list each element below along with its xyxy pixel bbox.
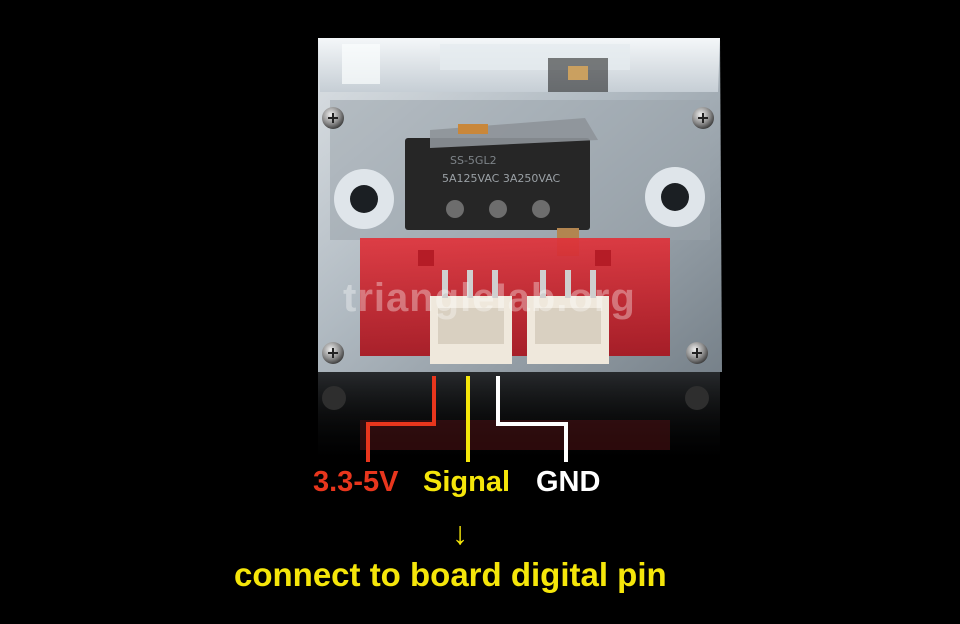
wire-lines [366,376,568,462]
signal-label: Signal [423,466,511,498]
jst-connectors [430,270,609,364]
switch-model-text: SS-5GL2 [450,154,497,167]
red-pcb [360,238,670,356]
down-arrow-icon: ↓ [452,515,468,551]
gnd-wire-line [496,376,568,462]
watermark-text: triangleIab.org [343,276,636,320]
gnd-label: GND [536,466,601,498]
case-screws [322,107,714,364]
power-wire-line [366,376,436,462]
caption-text: connect to board digital pin [234,556,667,593]
power-label: 3.3-5V [313,466,399,498]
switch-rating-text: 5A125VAC 3A250VAC [442,172,561,185]
